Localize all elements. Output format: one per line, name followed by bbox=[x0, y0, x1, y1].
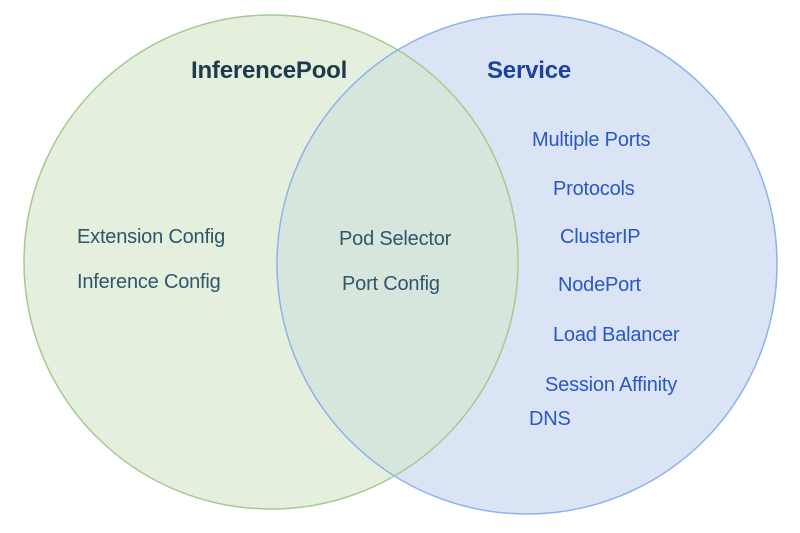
overlap-item-port-config: Port Config bbox=[342, 273, 440, 295]
right-item-multiple-ports: Multiple Ports bbox=[532, 129, 651, 151]
service-title: Service bbox=[487, 57, 572, 84]
overlap-item-pod-selector: Pod Selector bbox=[339, 228, 452, 250]
right-item-clusterip: ClusterIP bbox=[560, 226, 641, 248]
right-item-protocols: Protocols bbox=[553, 178, 635, 200]
right-item-dns: DNS bbox=[529, 408, 571, 430]
right-item-session-affinity: Session Affinity bbox=[545, 374, 678, 396]
left-item-extension-config: Extension Config bbox=[77, 226, 226, 248]
left-item-inference-config: Inference Config bbox=[77, 271, 221, 293]
right-item-nodeport: NodePort bbox=[558, 274, 641, 296]
overlap-region bbox=[277, 15, 518, 509]
right-item-load-balancer: Load Balancer bbox=[553, 324, 680, 346]
inferencepool-circle-outline bbox=[23, 14, 519, 510]
service-circle-outline bbox=[276, 13, 778, 515]
inferencepool-title: InferencePool bbox=[191, 57, 348, 84]
